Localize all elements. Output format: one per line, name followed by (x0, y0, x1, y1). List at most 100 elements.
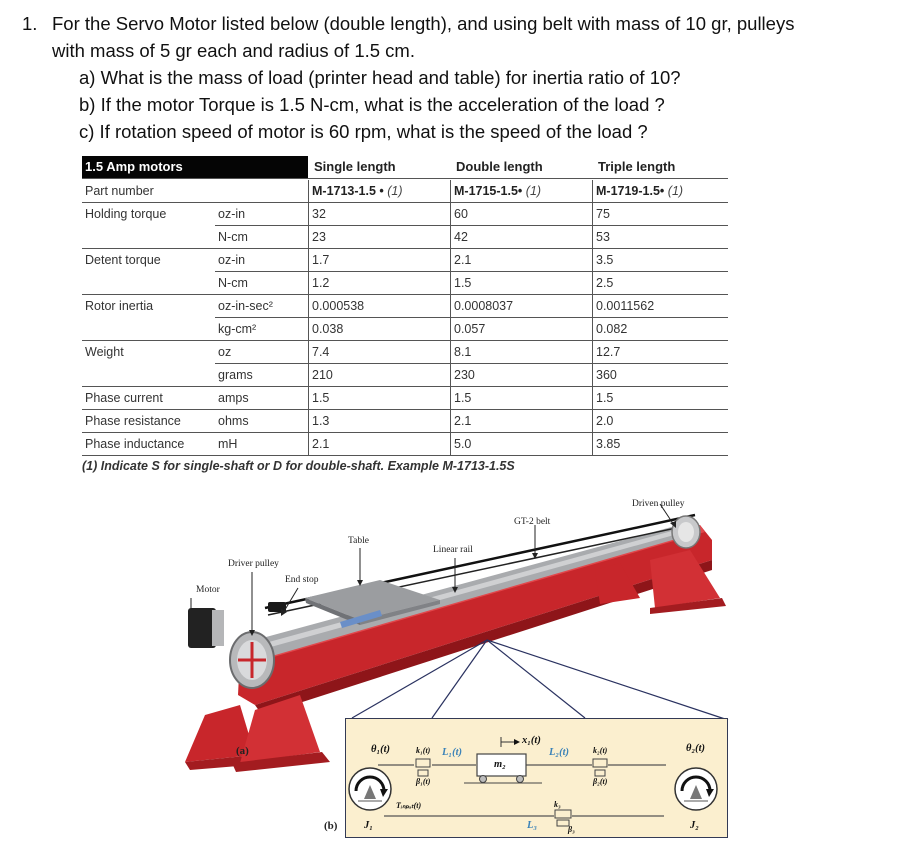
row-unit: kg-cm² (218, 322, 257, 336)
value-triple: 75 (592, 203, 728, 225)
linear-actuator-illustration (185, 503, 729, 772)
value-triple: 3.85 (592, 433, 728, 455)
divider (82, 386, 728, 387)
divider (82, 409, 728, 410)
part-number-triple: M-1719-1.5• (1) (592, 180, 728, 202)
value-single: 1.5 (308, 387, 450, 409)
row-label (82, 318, 215, 340)
row-label (82, 226, 215, 248)
row-label: Phase resistance (85, 414, 181, 428)
table-row: grams 210 230 360 (82, 364, 728, 386)
label-beta3: β₃ (568, 825, 575, 834)
table-row: Phase resistance ohms 1.3 2.1 2.0 (82, 410, 728, 432)
value-triple: 1.5 (592, 387, 728, 409)
table-row: Phase current amps 1.5 1.5 1.5 (82, 387, 728, 409)
label-linear-rail: Linear rail (433, 545, 473, 555)
table-row: Detent torque oz-in 1.7 2.1 3.5 (82, 249, 728, 271)
label-beta1: β₁(t) (416, 777, 431, 786)
part-number-single: M-1713-1.5 • (1) (308, 180, 450, 202)
value-double: 60 (450, 203, 592, 225)
value-double: 2.1 (450, 249, 592, 271)
linear-actuator-figure: Motor Driver pulley End stop Table Linea… (0, 480, 912, 856)
table-title: 1.5 Amp motors (85, 159, 183, 174)
label-L2: L₂(t) (549, 747, 569, 758)
value-double: 0.057 (450, 318, 592, 340)
value-triple: 0.082 (592, 318, 728, 340)
column-header-single: Single length (314, 159, 396, 174)
column-header-triple: Triple length (598, 159, 676, 174)
value-triple: 2.0 (592, 410, 728, 432)
figure-tag-a: (a) (236, 745, 249, 757)
row-unit: oz-in-sec² (218, 299, 273, 313)
row-unit: mH (218, 437, 238, 451)
label-L3: L₃ (527, 820, 538, 831)
label-theta1: θ₁(t) (371, 744, 391, 755)
row-label: Part number (85, 184, 154, 198)
value-double: 2.1 (450, 410, 592, 432)
table-row-part-number: Part number M-1713-1.5 • (1) M-1715-1.5•… (82, 180, 728, 202)
divider (82, 248, 728, 249)
label-k2: k₂(t) (593, 746, 608, 755)
row-unit: ohms (218, 414, 249, 428)
label-driver-pulley: Driver pulley (228, 559, 279, 569)
divider (82, 455, 728, 456)
label-k3: k₃ (554, 800, 561, 809)
table-row: N-cm 1.2 1.5 2.5 (82, 272, 728, 294)
row-unit: amps (218, 391, 249, 405)
label-k1: k₁(t) (416, 746, 431, 755)
question-part-c: c) If rotation speed of motor is 60 rpm,… (79, 121, 648, 142)
value-single: 32 (308, 203, 450, 225)
label-motor: Motor (196, 585, 220, 595)
divider (215, 225, 728, 226)
label-J1: J₁ (364, 820, 373, 831)
question-line-1: For the Servo Motor listed below (double… (52, 13, 795, 34)
label-L1: L₁(t) (442, 747, 462, 758)
value-triple: 3.5 (592, 249, 728, 271)
divider (82, 340, 728, 341)
value-triple: 2.5 (592, 272, 728, 294)
value-single: 1.7 (308, 249, 450, 271)
value-double: 1.5 (450, 387, 592, 409)
label-mass: m₂ (494, 759, 506, 770)
label-x1: x₁(t) (522, 735, 541, 746)
value-triple: 360 (592, 364, 728, 386)
lumped-model-diagram: θ₁(t) k₁(t) β₁(t) L₁(t) m₂ x₁(t) L₂(t) k… (345, 718, 728, 838)
value-single: 0.038 (308, 318, 450, 340)
question-line-2: with mass of 5 gr each and radius of 1.5… (52, 40, 415, 61)
label-beta2: β₂(t) (593, 777, 608, 786)
table-row: Phase inductance mH 2.1 5.0 3.85 (82, 433, 728, 455)
value-double: 0.0008037 (450, 295, 592, 317)
table-row: Weight oz 7.4 8.1 12.7 (82, 341, 728, 363)
row-label (82, 272, 215, 294)
value-double: 42 (450, 226, 592, 248)
value-triple: 53 (592, 226, 728, 248)
divider (82, 178, 728, 179)
table-header-row: 1.5 Amp motors Single length Double leng… (82, 156, 728, 178)
table-title-band (82, 156, 308, 178)
question-part-a: a) What is the mass of load (printer hea… (79, 67, 681, 88)
table-row: N-cm 23 42 53 (82, 226, 728, 248)
value-single: 1.3 (308, 410, 450, 432)
table-row: Holding torque oz-in 32 60 75 (82, 203, 728, 225)
label-gt2-belt: GT-2 belt (514, 517, 551, 527)
row-label: Rotor inertia (85, 299, 154, 313)
value-triple: 0.0011562 (592, 295, 728, 317)
part-number-double: M-1715-1.5• (1) (450, 180, 592, 202)
value-single: 23 (308, 226, 450, 248)
question-number: 1. (22, 13, 38, 34)
lumped-model-schematic (348, 737, 718, 827)
label-end-stop: End stop (285, 575, 319, 585)
row-unit: oz-in (218, 207, 246, 221)
value-single: 7.4 (308, 341, 450, 363)
label-driven-pulley: Driven pulley (632, 499, 685, 509)
divider (215, 271, 728, 272)
divider (82, 432, 728, 433)
question-part-b: b) If the motor Torque is 1.5 N-cm, what… (79, 94, 665, 115)
value-double: 8.1 (450, 341, 592, 363)
row-label: Phase current (85, 391, 163, 405)
row-unit: oz-in (218, 253, 246, 267)
divider (215, 363, 728, 364)
value-single: 2.1 (308, 433, 450, 455)
value-double: 5.0 (450, 433, 592, 455)
label-J2: J₂ (690, 820, 699, 831)
